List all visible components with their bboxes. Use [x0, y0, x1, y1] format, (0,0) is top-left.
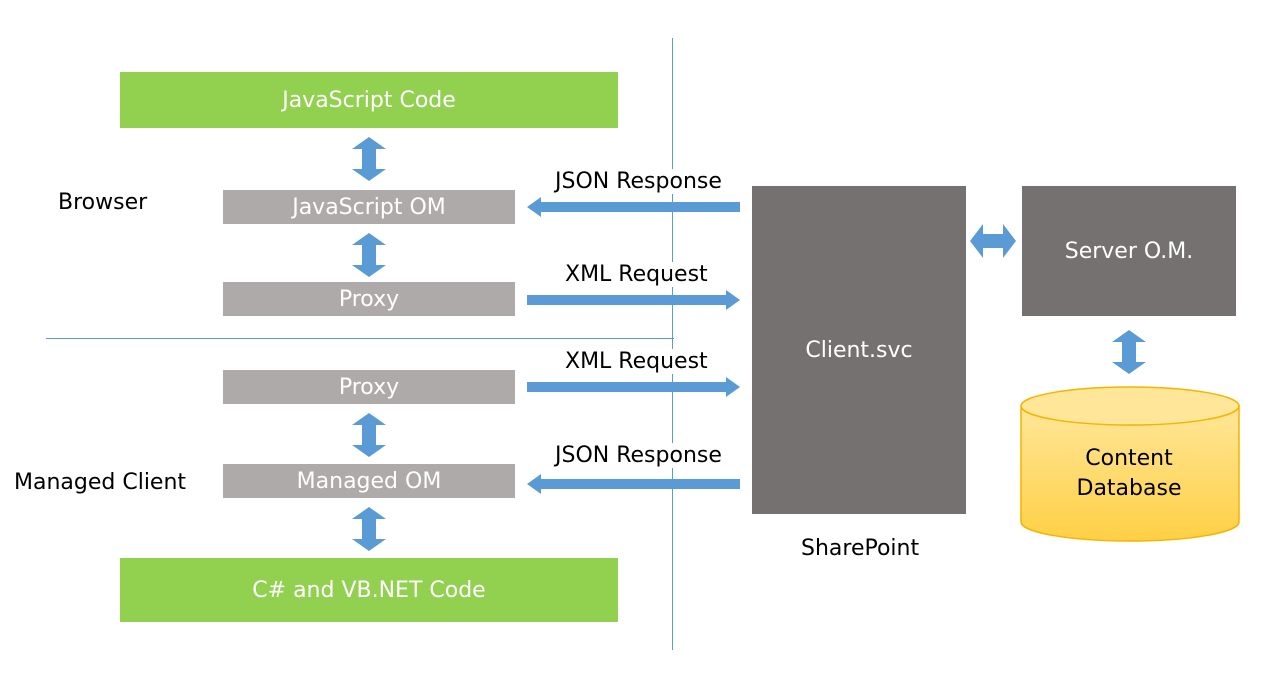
client-server-divider	[672, 38, 673, 650]
managed-xml-request-arrow	[527, 377, 740, 397]
managed-xml-request-label: XML Request	[559, 349, 714, 374]
managed-om-box: Managed OM	[223, 464, 515, 498]
managed-proxy-om-arrow	[352, 413, 386, 457]
javascript-code-box: JavaScript Code	[120, 72, 618, 128]
javascript-om-box: JavaScript OM	[223, 190, 515, 224]
content-database-cylinder	[1020, 386, 1240, 542]
browser-proxy-box: Proxy	[223, 282, 515, 316]
browser-label: Browser	[58, 190, 148, 215]
managed-om-code-arrow	[352, 507, 386, 551]
client-svc-server-om-arrow	[970, 224, 1016, 258]
sharepoint-label: SharePoint	[801, 536, 920, 561]
database-line-2: Database	[1076, 476, 1182, 501]
server-om-box: Server O.M.	[1022, 186, 1236, 316]
browser-managed-divider	[46, 338, 674, 339]
managed-client-label: Managed Client	[14, 470, 187, 495]
browser-json-response-arrow	[527, 197, 740, 217]
content-database-label: Content Database	[1022, 444, 1236, 504]
server-om-database-arrow	[1112, 330, 1146, 374]
browser-xml-request-arrow	[527, 290, 740, 310]
csharp-vbnet-code-box: C# and VB.NET Code	[120, 558, 618, 622]
browser-xml-request-label: XML Request	[559, 262, 714, 287]
managed-json-response-arrow	[527, 474, 740, 494]
browser-json-response-label: JSON Response	[549, 169, 728, 194]
client-svc-box: Client.svc	[752, 186, 966, 514]
database-line-1: Content	[1085, 446, 1173, 471]
managed-proxy-box: Proxy	[223, 370, 515, 404]
managed-json-response-label: JSON Response	[549, 443, 728, 468]
js-om-proxy-arrow	[352, 233, 386, 277]
js-code-om-arrow	[352, 137, 386, 181]
